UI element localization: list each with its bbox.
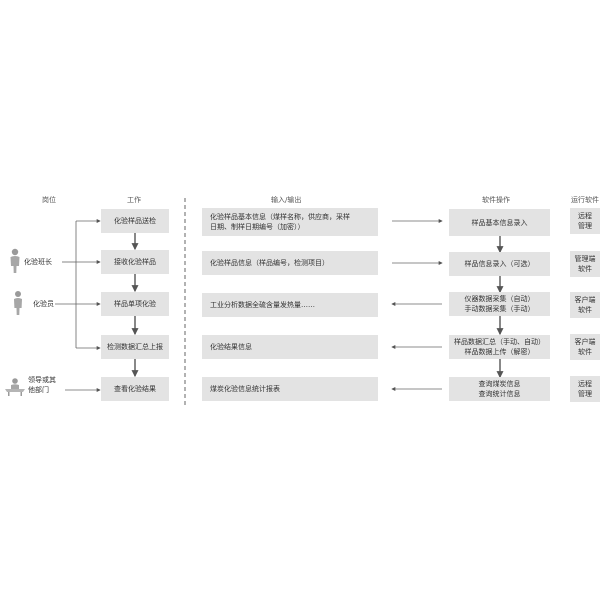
desk-person-icon <box>5 378 25 396</box>
software-op-1: 样品基本信息录入 <box>449 209 550 236</box>
io-item-3: 工业分析数据全硫含量发热量…… <box>202 293 378 317</box>
person-icon <box>14 291 22 315</box>
header-position: 岗位 <box>42 196 56 204</box>
io-item-1: 化验样品基本信息（煤样名称，供应商，采样 日期、制样日期编号（加密）） <box>202 208 378 236</box>
software-op-4: 样品数据汇总（手动、自动） 样品数据上传（解密） <box>449 335 550 359</box>
io-item-2: 化验样品信息（样品编号，检测项目） <box>202 251 378 275</box>
io-item-4: 化验结果信息 <box>202 335 378 359</box>
role-leaders: 领导或其 他部门 <box>28 376 56 394</box>
role-shift-leader: 化验班长 <box>24 258 52 266</box>
header-io: 输入/输出 <box>271 196 302 204</box>
run-software-2: 管理端 软件 <box>570 251 600 277</box>
header-run-software: 运行软件 <box>571 196 599 204</box>
header-software-op: 软件操作 <box>482 196 510 204</box>
software-op-5: 查询煤炭信息 查询统计信息 <box>449 377 550 401</box>
role-tester: 化验员 <box>33 300 54 308</box>
work-step-1: 化验样品送检 <box>101 209 169 233</box>
header-work: 工作 <box>127 196 141 204</box>
software-op-2: 样品信息录入（可选） <box>449 252 550 276</box>
run-software-5: 远程 管理 <box>570 376 600 402</box>
work-step-5: 查看化验结果 <box>101 377 169 401</box>
work-step-2: 接收化验样品 <box>101 250 169 274</box>
run-software-1: 远程 管理 <box>570 208 600 234</box>
software-op-3: 仪器数据采集（自动） 手动数据采集（手动） <box>449 292 550 316</box>
run-software-3: 客户端 软件 <box>570 292 600 318</box>
work-step-3: 样品单项化验 <box>101 292 169 316</box>
run-software-4: 客户端 软件 <box>570 334 600 360</box>
io-item-5: 煤炭化验信息统计报表 <box>202 377 378 401</box>
person-icon <box>10 248 20 273</box>
work-step-4: 检测数据汇总上报 <box>101 335 169 359</box>
